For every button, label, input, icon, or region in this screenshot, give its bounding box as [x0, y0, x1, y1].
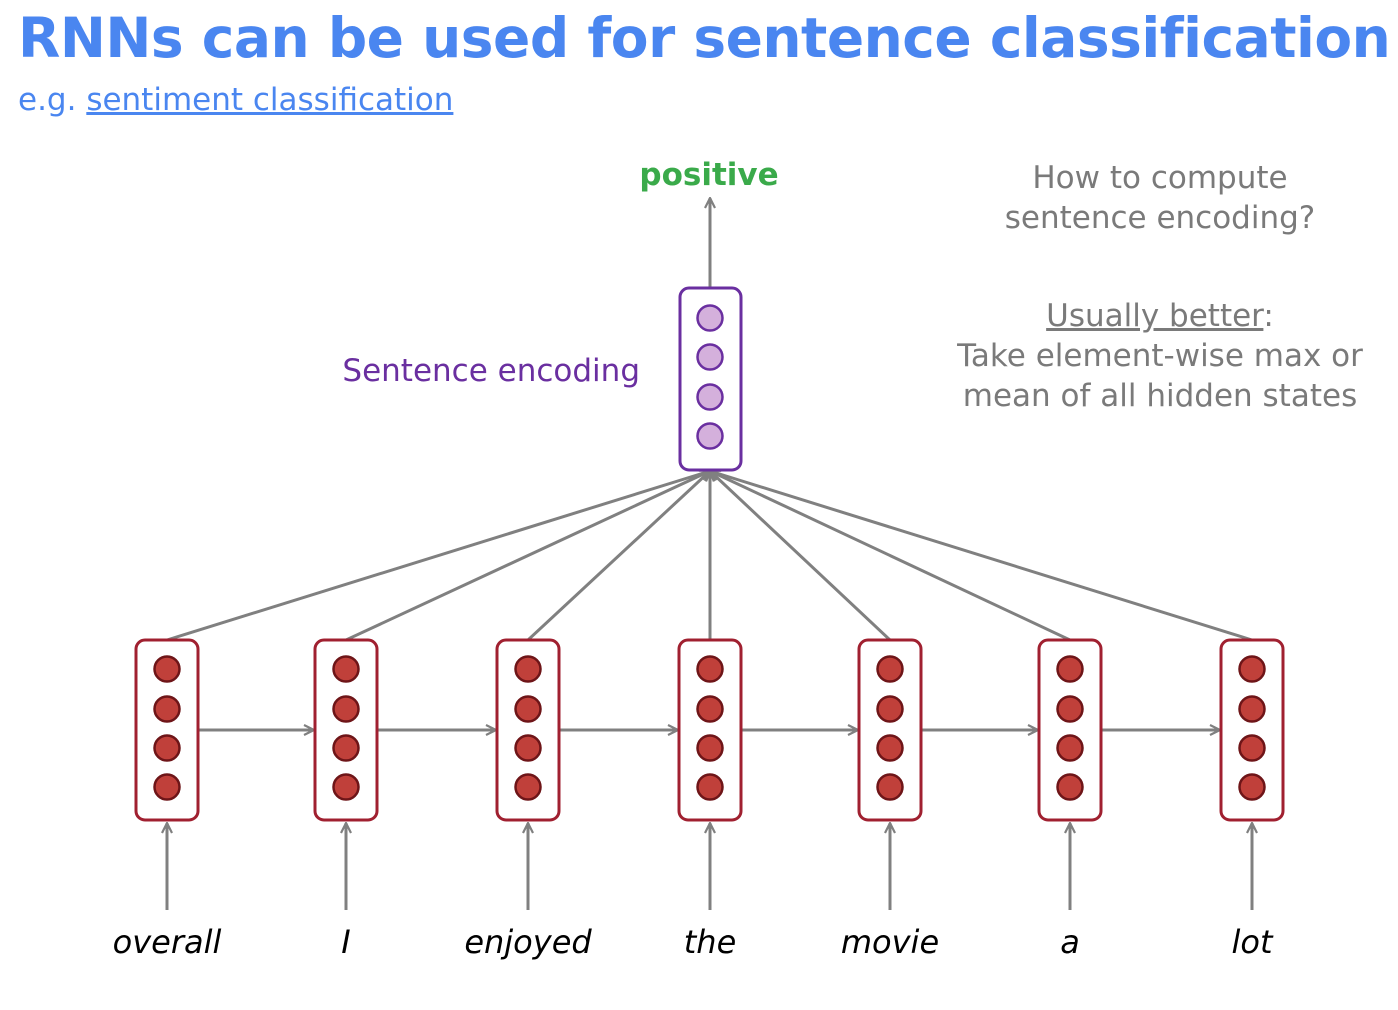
hidden-state-box: [495, 638, 561, 822]
hidden-unit: [332, 695, 360, 723]
hidden-to-encoding-arrow: [166, 471, 710, 642]
input-word: a: [1060, 923, 1080, 961]
hidden-state-vector: [857, 638, 923, 822]
hidden-unit: [696, 734, 724, 762]
hidden-unit: [1056, 773, 1084, 801]
hidden-unit: [153, 734, 181, 762]
sentence-encoding-box: [678, 286, 743, 472]
hidden-unit: [876, 695, 904, 723]
hidden-unit: [514, 695, 542, 723]
hidden-state-box: [1037, 638, 1103, 822]
hidden-state-box: [134, 638, 200, 822]
hidden-state-box: [677, 638, 743, 822]
hidden-unit: [332, 734, 360, 762]
hidden-unit: [332, 655, 360, 683]
hidden-unit: [696, 655, 724, 683]
sentiment-classification-link[interactable]: sentiment classification: [86, 82, 454, 118]
hidden-unit: [876, 655, 904, 683]
hidden-unit: [1238, 734, 1266, 762]
encoding-unit: [696, 304, 724, 332]
hidden-to-encoding-arrow: [710, 471, 1071, 642]
hidden-unit: [153, 773, 181, 801]
subtitle-prefix: e.g.: [18, 82, 87, 118]
hidden-unit: [876, 734, 904, 762]
hidden-unit: [514, 773, 542, 801]
usually-better-label: Usually better: [1046, 298, 1264, 334]
hidden-state-vector: [1037, 638, 1103, 822]
hidden-unit: [1056, 655, 1084, 683]
hidden-unit: [332, 773, 360, 801]
hidden-to-encoding-arrow: [526, 471, 710, 642]
slide-title: RNNs can be used for sentence classifica…: [18, 6, 1391, 70]
encoding-unit: [696, 343, 724, 371]
hidden-unit: [1238, 695, 1266, 723]
encoding-unit: [696, 383, 724, 411]
hidden-to-encoding-arrow: [710, 471, 892, 642]
hidden-unit: [876, 773, 904, 801]
hidden-state-vector: [495, 638, 561, 822]
question-line-2: sentence encoding?: [1004, 200, 1316, 236]
hidden-state-vector: [134, 638, 200, 822]
hidden-unit: [514, 655, 542, 683]
colon: :: [1263, 298, 1274, 334]
hidden-state-box: [313, 638, 379, 822]
input-word: I: [341, 923, 350, 961]
question-line-1: How to compute: [1032, 160, 1288, 196]
answer-line-2: mean of all hidden states: [962, 378, 1358, 414]
encoding-unit: [696, 422, 724, 450]
arrows: [167, 198, 1252, 910]
hidden-to-encoding-arrow: [345, 471, 710, 642]
hidden-state-vector: [1219, 638, 1285, 822]
hidden-unit: [696, 773, 724, 801]
question-note: How to compute sentence encoding?: [1000, 160, 1320, 236]
input-word: overall: [113, 923, 222, 961]
hidden-unit: [696, 695, 724, 723]
hidden-unit: [153, 695, 181, 723]
hidden-unit: [1238, 773, 1266, 801]
slide-subtitle: e.g. sentiment classification: [18, 82, 453, 118]
hidden-state-vector: [677, 638, 743, 822]
input-word: enjoyed: [464, 923, 592, 961]
vectors: [134, 286, 1285, 822]
hidden-unit: [1056, 734, 1084, 762]
answer-line-1: Take element-wise max or: [957, 338, 1363, 374]
input-word: lot: [1231, 923, 1273, 961]
hidden-unit: [153, 655, 181, 683]
hidden-to-encoding-arrow: [710, 471, 1253, 642]
hidden-unit: [1056, 695, 1084, 723]
hidden-unit: [514, 734, 542, 762]
answer-note: Usually better: Take element-wise max or…: [950, 298, 1370, 414]
hidden-state-box: [857, 638, 923, 822]
input-word: movie: [841, 923, 939, 961]
hidden-state-box: [1219, 638, 1285, 822]
sentence-encoding-label: Sentence encoding: [342, 353, 640, 389]
hidden-unit: [1238, 655, 1266, 683]
input-word: the: [684, 923, 737, 961]
output-label-positive: positive: [639, 157, 778, 193]
hidden-state-vector: [313, 638, 379, 822]
sentence-encoding-vector: [678, 286, 743, 472]
